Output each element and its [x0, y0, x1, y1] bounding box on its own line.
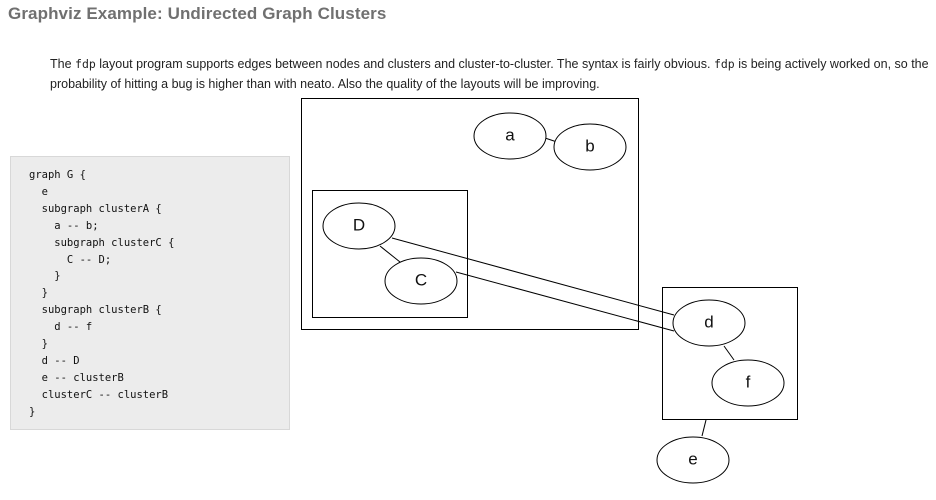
edge-C-D	[379, 245, 401, 263]
node-b-label: b	[585, 137, 594, 156]
node-d-label: d	[704, 313, 713, 332]
node-D	[322, 202, 396, 250]
intro-paragraph: The fdp layout program supports edges be…	[50, 54, 930, 94]
node-d	[672, 299, 746, 347]
intro-text-2: layout program supports edges between no…	[95, 56, 714, 71]
node-e	[656, 436, 730, 484]
intro-text-1: The	[50, 56, 76, 71]
code-listing: graph G { e subgraph clusterA { a -- b; …	[29, 169, 175, 418]
node-C-label: C	[415, 271, 427, 290]
node-f	[711, 359, 785, 407]
node-e-label: e	[688, 450, 697, 469]
node-f-label: f	[746, 373, 751, 392]
cluster-a-box	[301, 98, 639, 330]
node-a-label: a	[505, 126, 515, 145]
node-D-label: D	[353, 216, 365, 235]
intro-text-3: is being actively worked on, so the prob…	[50, 56, 929, 91]
intro-code-fdp-2: fdp	[713, 56, 735, 71]
edge-d-D	[391, 237, 675, 316]
node-C	[384, 257, 458, 305]
edge-clusterC-clusterB	[455, 271, 675, 332]
edge-d-f	[723, 345, 735, 361]
code-example-block: graph G { e subgraph clusterA { a -- b; …	[10, 156, 290, 430]
cluster-c-box	[312, 190, 468, 318]
intro-code-fdp-1: fdp	[75, 56, 96, 71]
node-b	[553, 123, 627, 171]
page-title: Graphviz Example: Undirected Graph Clust…	[8, 4, 387, 23]
cluster-b-box	[662, 287, 798, 420]
node-a	[473, 112, 547, 160]
edge-e-clusterB	[701, 419, 707, 437]
